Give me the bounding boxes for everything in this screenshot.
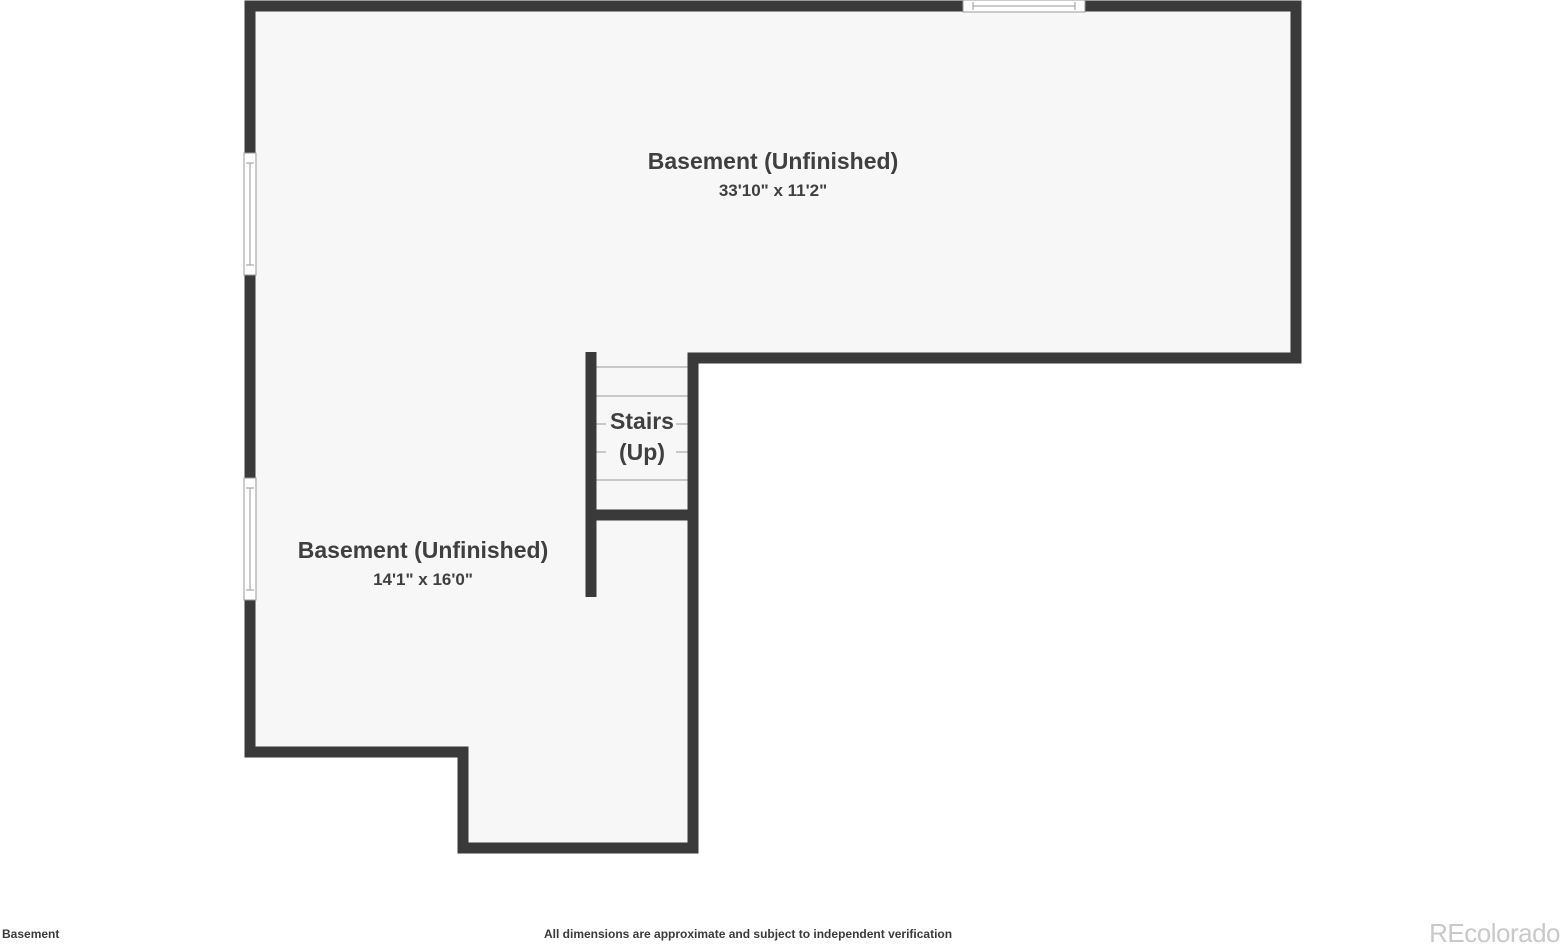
exterior-walls: [244, 0, 1302, 854]
room-2-dimensions: 14'1" x 16'0": [373, 570, 473, 589]
stairs-label-backdrop: [606, 406, 676, 468]
window-left-upper: [243, 152, 257, 276]
floor-area: [250, 6, 1296, 848]
floor-label: Basement: [2, 927, 60, 941]
stairs-direction-label: (Up): [619, 439, 665, 465]
room-1-dimensions: 33'10" x 11'2": [719, 181, 827, 200]
window-left-lower: [243, 477, 257, 601]
window-top: [962, 0, 1086, 13]
stairs-label: Stairs: [610, 408, 674, 434]
interior-walls: [585, 352, 693, 597]
watermark-logo: REcolorado: [1429, 918, 1560, 948]
disclaimer-text: All dimensions are approximate and subje…: [544, 927, 953, 941]
room-2-name: Basement (Unfinished): [298, 537, 548, 563]
room-1-name: Basement (Unfinished): [648, 148, 898, 174]
